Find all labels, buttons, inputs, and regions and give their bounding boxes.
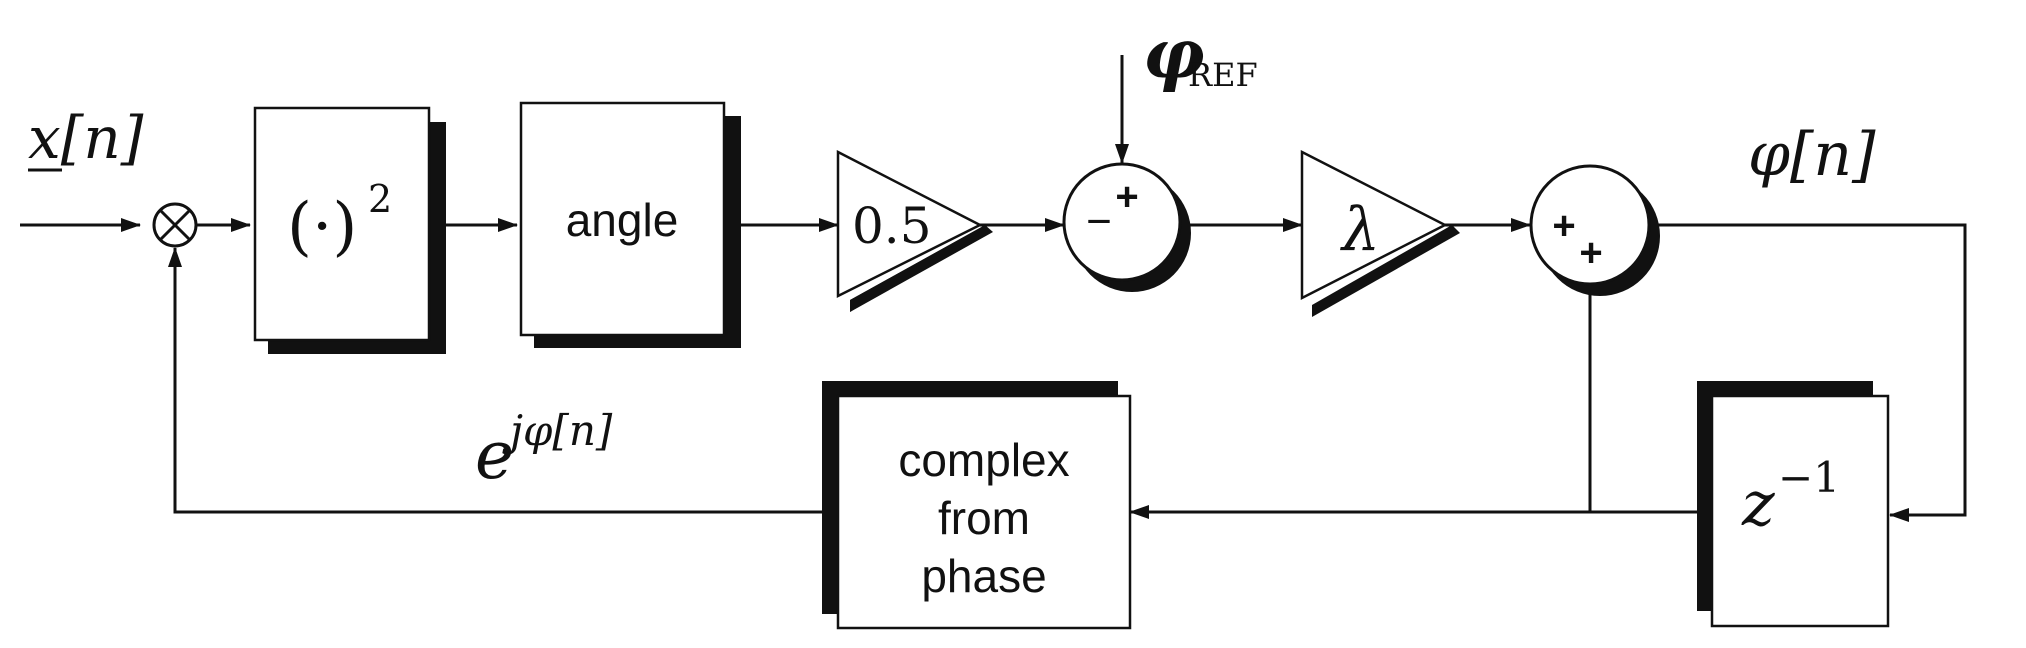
output-phase-label: φ[n] bbox=[1748, 120, 1876, 190]
input-signal-text: x[n] bbox=[28, 104, 144, 172]
accum-plus-bottom: + bbox=[1579, 231, 1602, 275]
square-block-base: (·) bbox=[287, 190, 357, 264]
lambda-gain-label: λ bbox=[1340, 195, 1380, 265]
complex-from-phase-block: complex from phase bbox=[822, 381, 1132, 630]
error-sum-plus-sign: + bbox=[1115, 175, 1138, 219]
angle-block-label: angle bbox=[566, 194, 679, 246]
delay-block-power: −1 bbox=[1778, 453, 1840, 502]
angle-block: angle bbox=[519, 101, 741, 348]
square-block-power: 2 bbox=[368, 177, 392, 221]
phase-reference-label: φ REF bbox=[1143, 15, 1258, 95]
phase-ref-subscript: REF bbox=[1188, 56, 1258, 94]
phase-ref-symbol: φ bbox=[1143, 15, 1205, 95]
delay-block-base: z bbox=[1741, 467, 1775, 540]
delay-block: z −1 bbox=[1697, 381, 1890, 628]
half-gain-label: 0.5 bbox=[852, 197, 932, 255]
complex-line-2: from bbox=[938, 492, 1030, 544]
complex-line-3: phase bbox=[921, 550, 1046, 602]
half-gain-triangle: 0.5 bbox=[836, 149, 993, 312]
input-signal-label: x[n] bbox=[28, 104, 144, 172]
lambda-gain-triangle: λ bbox=[1300, 149, 1460, 317]
output-feedback-wire bbox=[1652, 223, 1967, 522]
error-summing-junction: + − bbox=[1062, 162, 1191, 292]
complex-to-mult-wire bbox=[168, 247, 828, 514]
error-sum-minus-sign: − bbox=[1086, 197, 1112, 246]
accumulator-summing-junction: + + bbox=[1529, 164, 1660, 296]
complex-line-1: complex bbox=[898, 434, 1069, 486]
accum-plus-left: + bbox=[1552, 204, 1575, 248]
multiplier bbox=[152, 202, 198, 248]
feedback-exponential-label: e jφ[n] bbox=[475, 406, 613, 494]
feedback-exp-power: jφ[n] bbox=[502, 406, 613, 455]
square-block: (·) 2 bbox=[253, 106, 446, 354]
feedback-exp-base: e bbox=[475, 417, 514, 494]
